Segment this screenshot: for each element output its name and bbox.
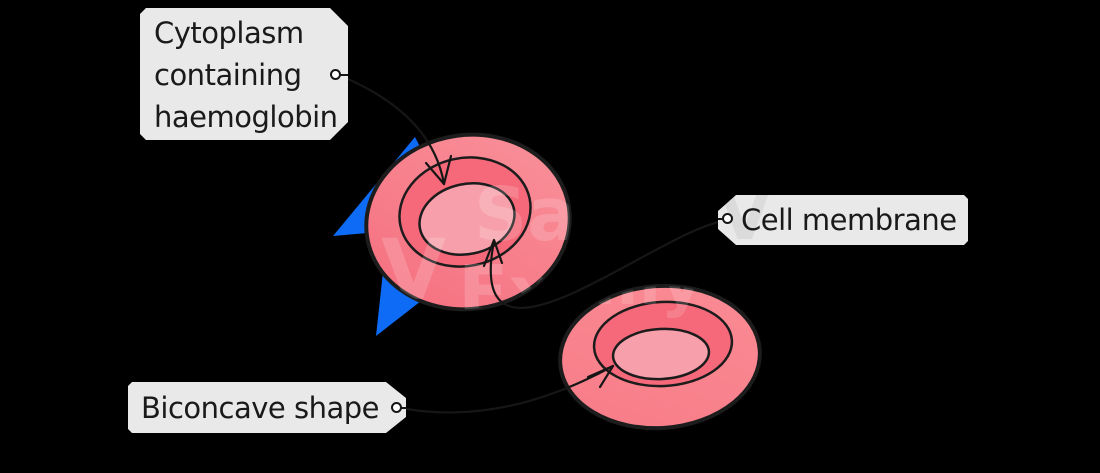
cytoplasm-arrowhead — [424, 154, 453, 186]
connector-stub — [400, 407, 407, 410]
annotation-arrows — [339, 74, 725, 414]
red-blood-cell-1: V Sa Ex — [364, 132, 577, 336]
label-cytoplasm: Cytoplasm containing haemoglobin — [140, 8, 348, 140]
connector-stub — [718, 218, 724, 221]
biconcave-arrowhead — [586, 364, 615, 389]
connector-circle — [722, 213, 733, 224]
label-biconcave-shape-text: Biconcave shape — [141, 390, 379, 425]
connector-stub — [340, 74, 349, 77]
label-cytoplasm-text: Cytoplasm containing haemoglobin — [140, 8, 348, 138]
label-cytoplasm-line-3: haemoglobin — [154, 100, 338, 134]
cell-membrane-arrow — [489, 219, 725, 309]
watermark-cell-2: my — [594, 246, 702, 320]
biconcave-arrow — [399, 364, 615, 414]
cell-membrane-arrowhead — [482, 238, 504, 268]
label-cytoplasm-line-2: containing — [154, 58, 302, 92]
connector-circle — [391, 402, 402, 413]
cell-2-central-dimple — [611, 327, 711, 381]
svg-text:Ex: Ex — [458, 250, 556, 336]
svg-text:Sa: Sa — [474, 172, 577, 258]
label-cell-membrane-text: Cell membrane — [741, 203, 957, 237]
cytoplasm-arrow — [339, 74, 446, 186]
svg-text:my: my — [594, 246, 702, 320]
red-blood-cell-2: my — [558, 246, 762, 431]
biconcave-arrow-wedge-bottom — [376, 272, 421, 336]
label-cell-membrane: V Cell membrane — [718, 195, 968, 245]
label-cytoplasm-line-1: Cytoplasm — [154, 16, 304, 50]
label-biconcave-shape: Biconcave shape — [128, 382, 406, 433]
connector-circle — [330, 69, 341, 80]
cell-1-central-dimple — [418, 182, 516, 256]
